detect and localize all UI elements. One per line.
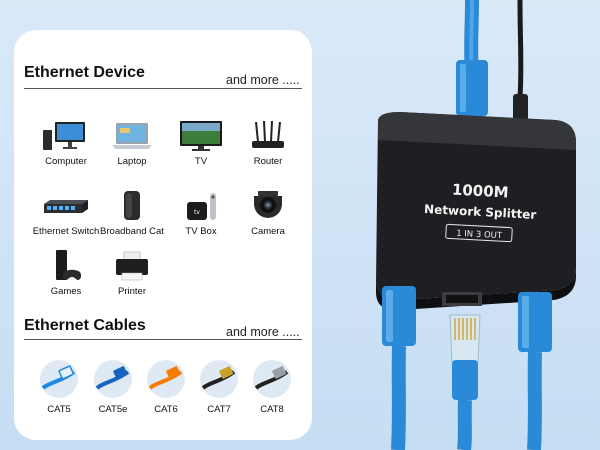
output-cable-left — [382, 286, 416, 450]
cat8-cable-icon — [253, 360, 291, 398]
device-label: Laptop — [117, 156, 147, 167]
cat6-cable-icon — [147, 360, 185, 398]
device-tv-box: tv TV Box — [165, 190, 237, 250]
network-splitter-illustration: 1000M Network Splitter 1 IN 3 OUT — [376, 0, 576, 450]
device-label: Printer — [118, 286, 146, 297]
output-ports — [442, 292, 482, 306]
input-cable — [456, 0, 488, 116]
splitter-badge-border — [445, 223, 513, 243]
device-broadband-cat: Broadband Cat — [96, 190, 168, 250]
cable-cat7: CAT7 — [199, 360, 239, 420]
cables-divider — [24, 339, 302, 340]
device-label: Games — [50, 286, 82, 297]
device-label: Ethernet Switch — [32, 226, 100, 237]
device-label: Camera — [251, 226, 285, 237]
printer-icon — [116, 251, 148, 281]
cable-label: CAT8 — [260, 404, 284, 415]
device-computer: Computer — [30, 120, 102, 180]
device-label: Computer — [45, 156, 87, 167]
devices-more-text: and more ..... — [226, 73, 300, 87]
cable-label: CAT7 — [207, 404, 231, 415]
device-laptop: Laptop — [96, 120, 168, 180]
splitter-name-text: Network Splitter — [424, 202, 537, 222]
device-router: Router — [232, 120, 304, 180]
broadband-cat-icon — [124, 191, 140, 220]
compatibility-panel: Ethernet Device and more ..... Computer … — [14, 30, 312, 440]
device-tv: TV — [165, 120, 237, 180]
games-console-icon — [56, 250, 82, 280]
device-label: TV Box — [185, 226, 217, 237]
cat5-cable-icon — [40, 360, 78, 398]
device-label: Router — [253, 156, 283, 167]
device-printer: Printer — [96, 250, 168, 310]
device-label: TV — [194, 156, 208, 167]
device-label: Broadband Cat — [100, 226, 164, 237]
cable-cat5: CAT5 — [39, 360, 79, 420]
cable-label: CAT5e — [98, 404, 128, 415]
svg-text:tv: tv — [194, 209, 200, 216]
cat7-cable-icon — [200, 360, 238, 398]
power-cable — [513, 0, 528, 134]
laptop-icon — [112, 123, 152, 149]
computer-icon — [43, 122, 85, 150]
cable-label: CAT5 — [47, 404, 71, 415]
ethernet-switch-icon — [44, 200, 88, 213]
tv-box-icon: tv — [187, 193, 216, 220]
cable-label: CAT6 — [154, 404, 178, 415]
tv-icon — [180, 121, 222, 151]
output-plug-middle — [449, 314, 481, 450]
camera-icon — [254, 191, 282, 218]
splitter-speed-text: 1000M — [451, 181, 509, 202]
router-icon — [252, 120, 284, 148]
cable-cat8: CAT8 — [252, 360, 292, 420]
cat5e-cable-icon — [94, 360, 132, 398]
devices-section-title: Ethernet Device — [24, 64, 145, 81]
cables-section-title: Ethernet Cables — [24, 317, 146, 334]
device-camera: Camera — [232, 190, 304, 250]
output-cable-right — [518, 292, 552, 450]
device-ethernet-switch: Ethernet Switch — [30, 190, 102, 250]
cables-more-text: and more ..... — [226, 325, 300, 339]
device-games: Games — [30, 250, 102, 310]
devices-divider — [24, 88, 302, 89]
cable-cat6: CAT6 — [146, 360, 186, 420]
splitter-badge-text: 1 IN 3 OUT — [456, 229, 503, 241]
cable-cat5e: CAT5e — [93, 360, 133, 420]
